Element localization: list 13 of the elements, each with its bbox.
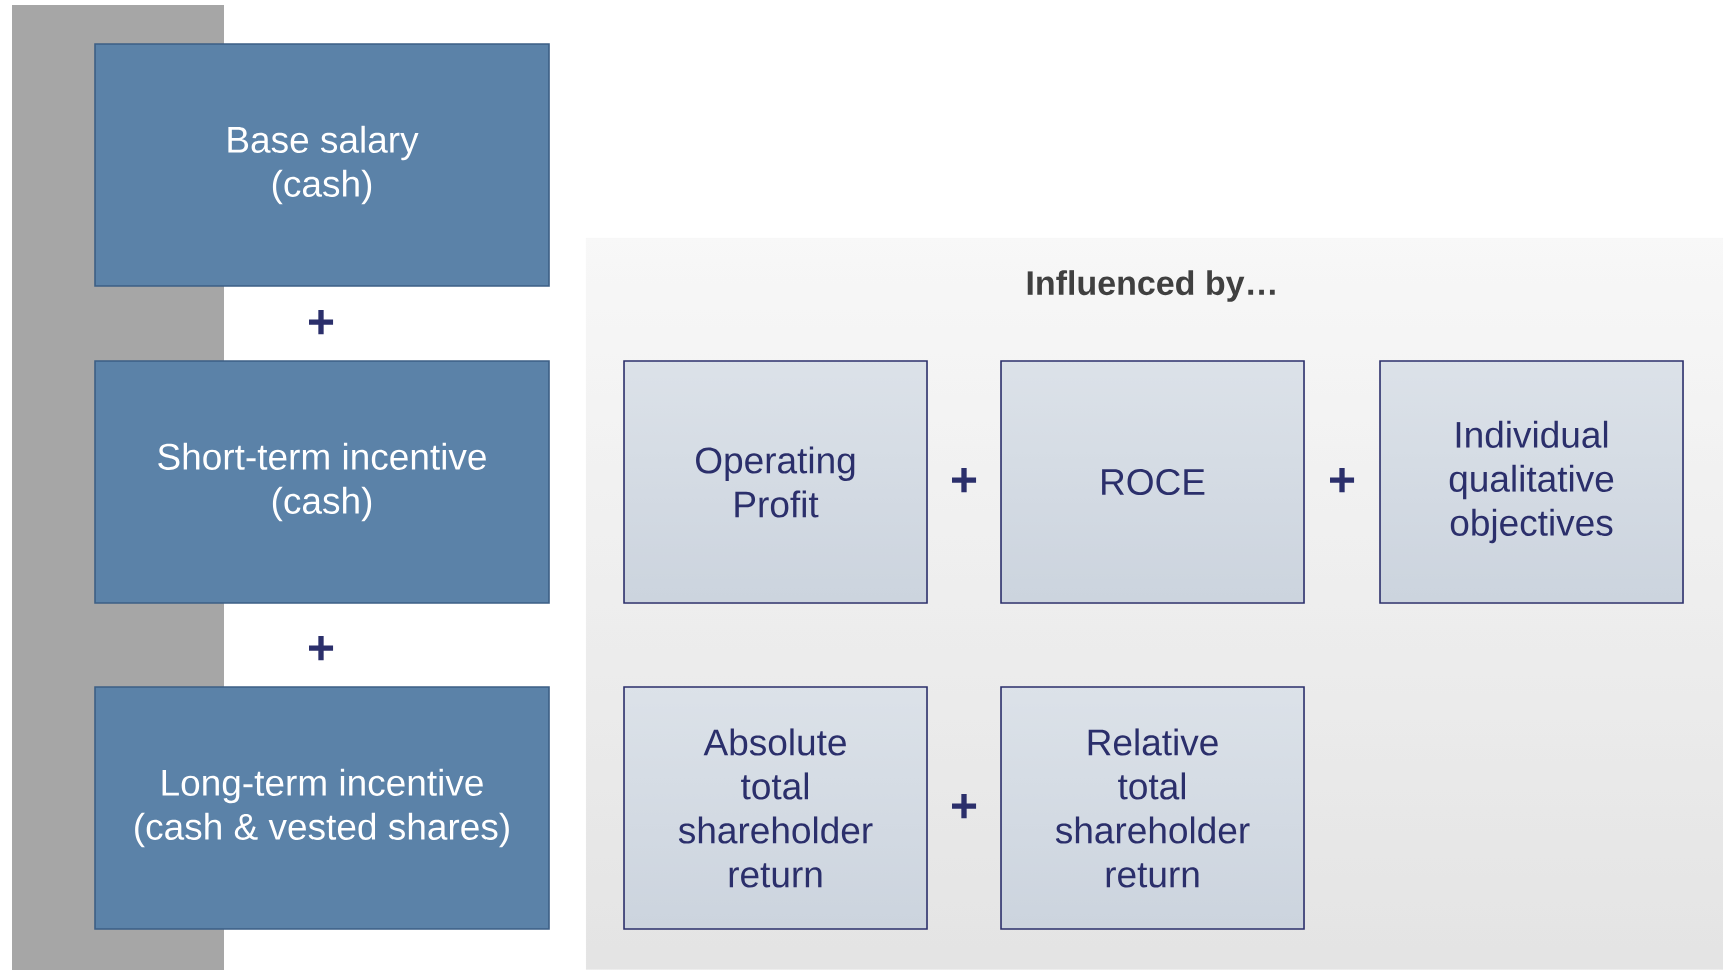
plus-sign: + <box>952 793 977 819</box>
plus-sign: + <box>1330 467 1355 493</box>
incentive-box: Base salary (cash) <box>94 43 550 287</box>
plus-sign: + <box>309 309 334 335</box>
factor-box: Absolute total shareholder return <box>623 686 928 930</box>
factor-box: Relative total shareholder return <box>1000 686 1305 930</box>
plus-sign: + <box>952 467 977 493</box>
factor-box: ROCE <box>1000 360 1305 604</box>
incentive-box: Short-term incentive (cash) <box>94 360 550 604</box>
incentive-box: Long-term incentive (cash & vested shares) <box>94 686 550 930</box>
plus-sign: + <box>309 635 334 661</box>
factor-box: Individual qualitative objectives <box>1379 360 1684 604</box>
factor-box: Operating Profit <box>623 360 928 604</box>
